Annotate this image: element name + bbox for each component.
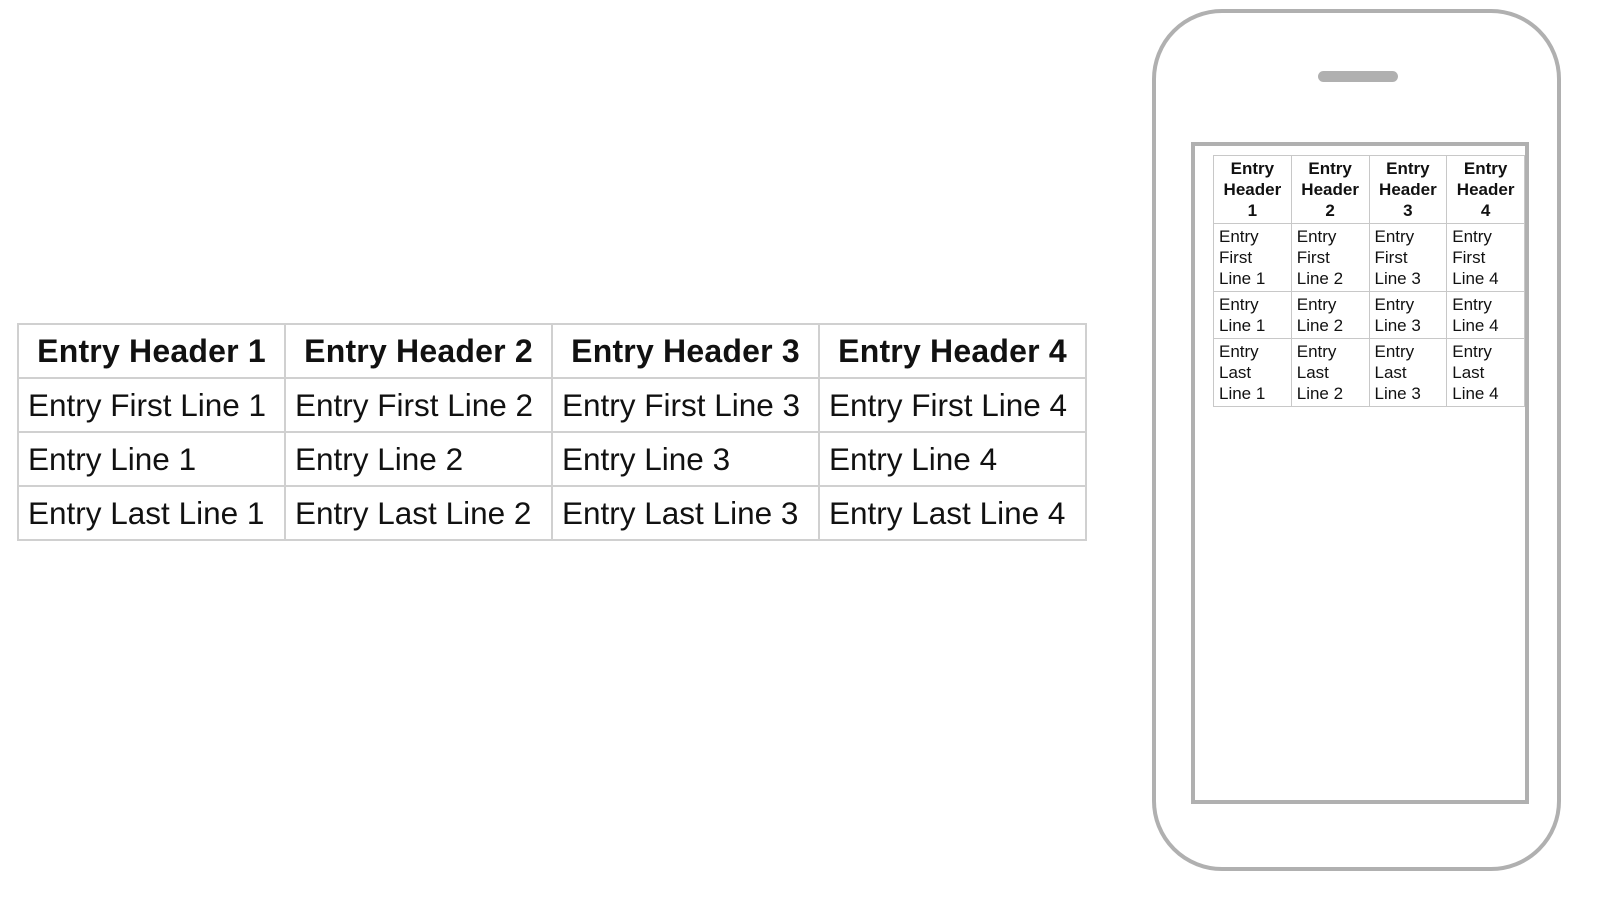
- mobile-table-cell: Entry Last Line 3: [1368, 338, 1448, 407]
- table-row: Entry Line 1 Entry Line 2 Entry Line 3 E…: [17, 431, 1087, 487]
- mobile-table-body: Entry First Line 1 Entry First Line 2 En…: [1213, 223, 1525, 407]
- phone-frame: Entry Header 1 Entry Header 2 Entry Head…: [1152, 9, 1561, 871]
- table-row: Entry Last Line 1 Entry Last Line 2 Entr…: [17, 485, 1087, 541]
- mobile-header-cell: Entry Header 4: [1446, 155, 1525, 224]
- table-cell: Entry Last Line 3: [551, 485, 820, 541]
- phone-screen[interactable]: Entry Header 1 Entry Header 2 Entry Head…: [1191, 142, 1529, 804]
- mobile-table-cell: Entry First Line 1: [1213, 223, 1292, 292]
- table-header-cell: Entry Header 4: [818, 323, 1087, 379]
- mobile-header-cell: Entry Header 2: [1290, 155, 1370, 224]
- mobile-table-cell: Entry Last Line 2: [1290, 338, 1370, 407]
- mobile-table-cell: Entry Line 4: [1446, 291, 1525, 339]
- table-cell: Entry Line 4: [818, 431, 1087, 487]
- mobile-header-row: Entry Header 1 Entry Header 2 Entry Head…: [1213, 155, 1525, 224]
- mobile-table-row: Entry Line 1 Entry Line 2 Entry Line 3 E…: [1213, 291, 1525, 339]
- desktop-table-body: Entry First Line 1 Entry First Line 2 En…: [17, 377, 1087, 541]
- table-row: Entry First Line 1 Entry First Line 2 En…: [17, 377, 1087, 433]
- mobile-table-head: Entry Header 1 Entry Header 2 Entry Head…: [1213, 155, 1525, 224]
- table-cell: Entry First Line 4: [818, 377, 1087, 433]
- mobile-table-row: Entry First Line 1 Entry First Line 2 En…: [1213, 223, 1525, 292]
- mobile-table-cell: Entry Line 1: [1213, 291, 1292, 339]
- mobile-table-cell: Entry Last Line 1: [1213, 338, 1292, 407]
- table-cell: Entry Line 2: [284, 431, 553, 487]
- table-cell: Entry First Line 1: [17, 377, 286, 433]
- mobile-header-cell: Entry Header 1: [1213, 155, 1292, 224]
- mobile-table-cell: Entry First Line 4: [1446, 223, 1525, 292]
- table-cell: Entry First Line 2: [284, 377, 553, 433]
- desktop-table-head: Entry Header 1 Entry Header 2 Entry Head…: [17, 323, 1087, 379]
- mobile-table-cell: Entry First Line 3: [1368, 223, 1448, 292]
- table-header-cell: Entry Header 1: [17, 323, 286, 379]
- mobile-table-cell: Entry First Line 2: [1290, 223, 1370, 292]
- table-header-cell: Entry Header 2: [284, 323, 553, 379]
- mobile-table-cell: Entry Line 3: [1368, 291, 1448, 339]
- table-cell: Entry Last Line 1: [17, 485, 286, 541]
- table-cell: Entry Last Line 4: [818, 485, 1087, 541]
- table-header-row: Entry Header 1 Entry Header 2 Entry Head…: [17, 323, 1087, 379]
- mobile-table-cell: Entry Line 2: [1290, 291, 1370, 339]
- desktop-table: Entry Header 1 Entry Header 2 Entry Head…: [17, 323, 1087, 541]
- mobile-header-cell: Entry Header 3: [1368, 155, 1448, 224]
- table-cell: Entry First Line 3: [551, 377, 820, 433]
- table-cell: Entry Last Line 2: [284, 485, 553, 541]
- mobile-table: Entry Header 1 Entry Header 2 Entry Head…: [1213, 155, 1525, 407]
- table-header-cell: Entry Header 3: [551, 323, 820, 379]
- mobile-table-row: Entry Last Line 1 Entry Last Line 2 Entr…: [1213, 338, 1525, 407]
- table-cell: Entry Line 3: [551, 431, 820, 487]
- mobile-table-cell: Entry Last Line 4: [1446, 338, 1525, 407]
- phone-speaker: [1318, 71, 1398, 82]
- table-cell: Entry Line 1: [17, 431, 286, 487]
